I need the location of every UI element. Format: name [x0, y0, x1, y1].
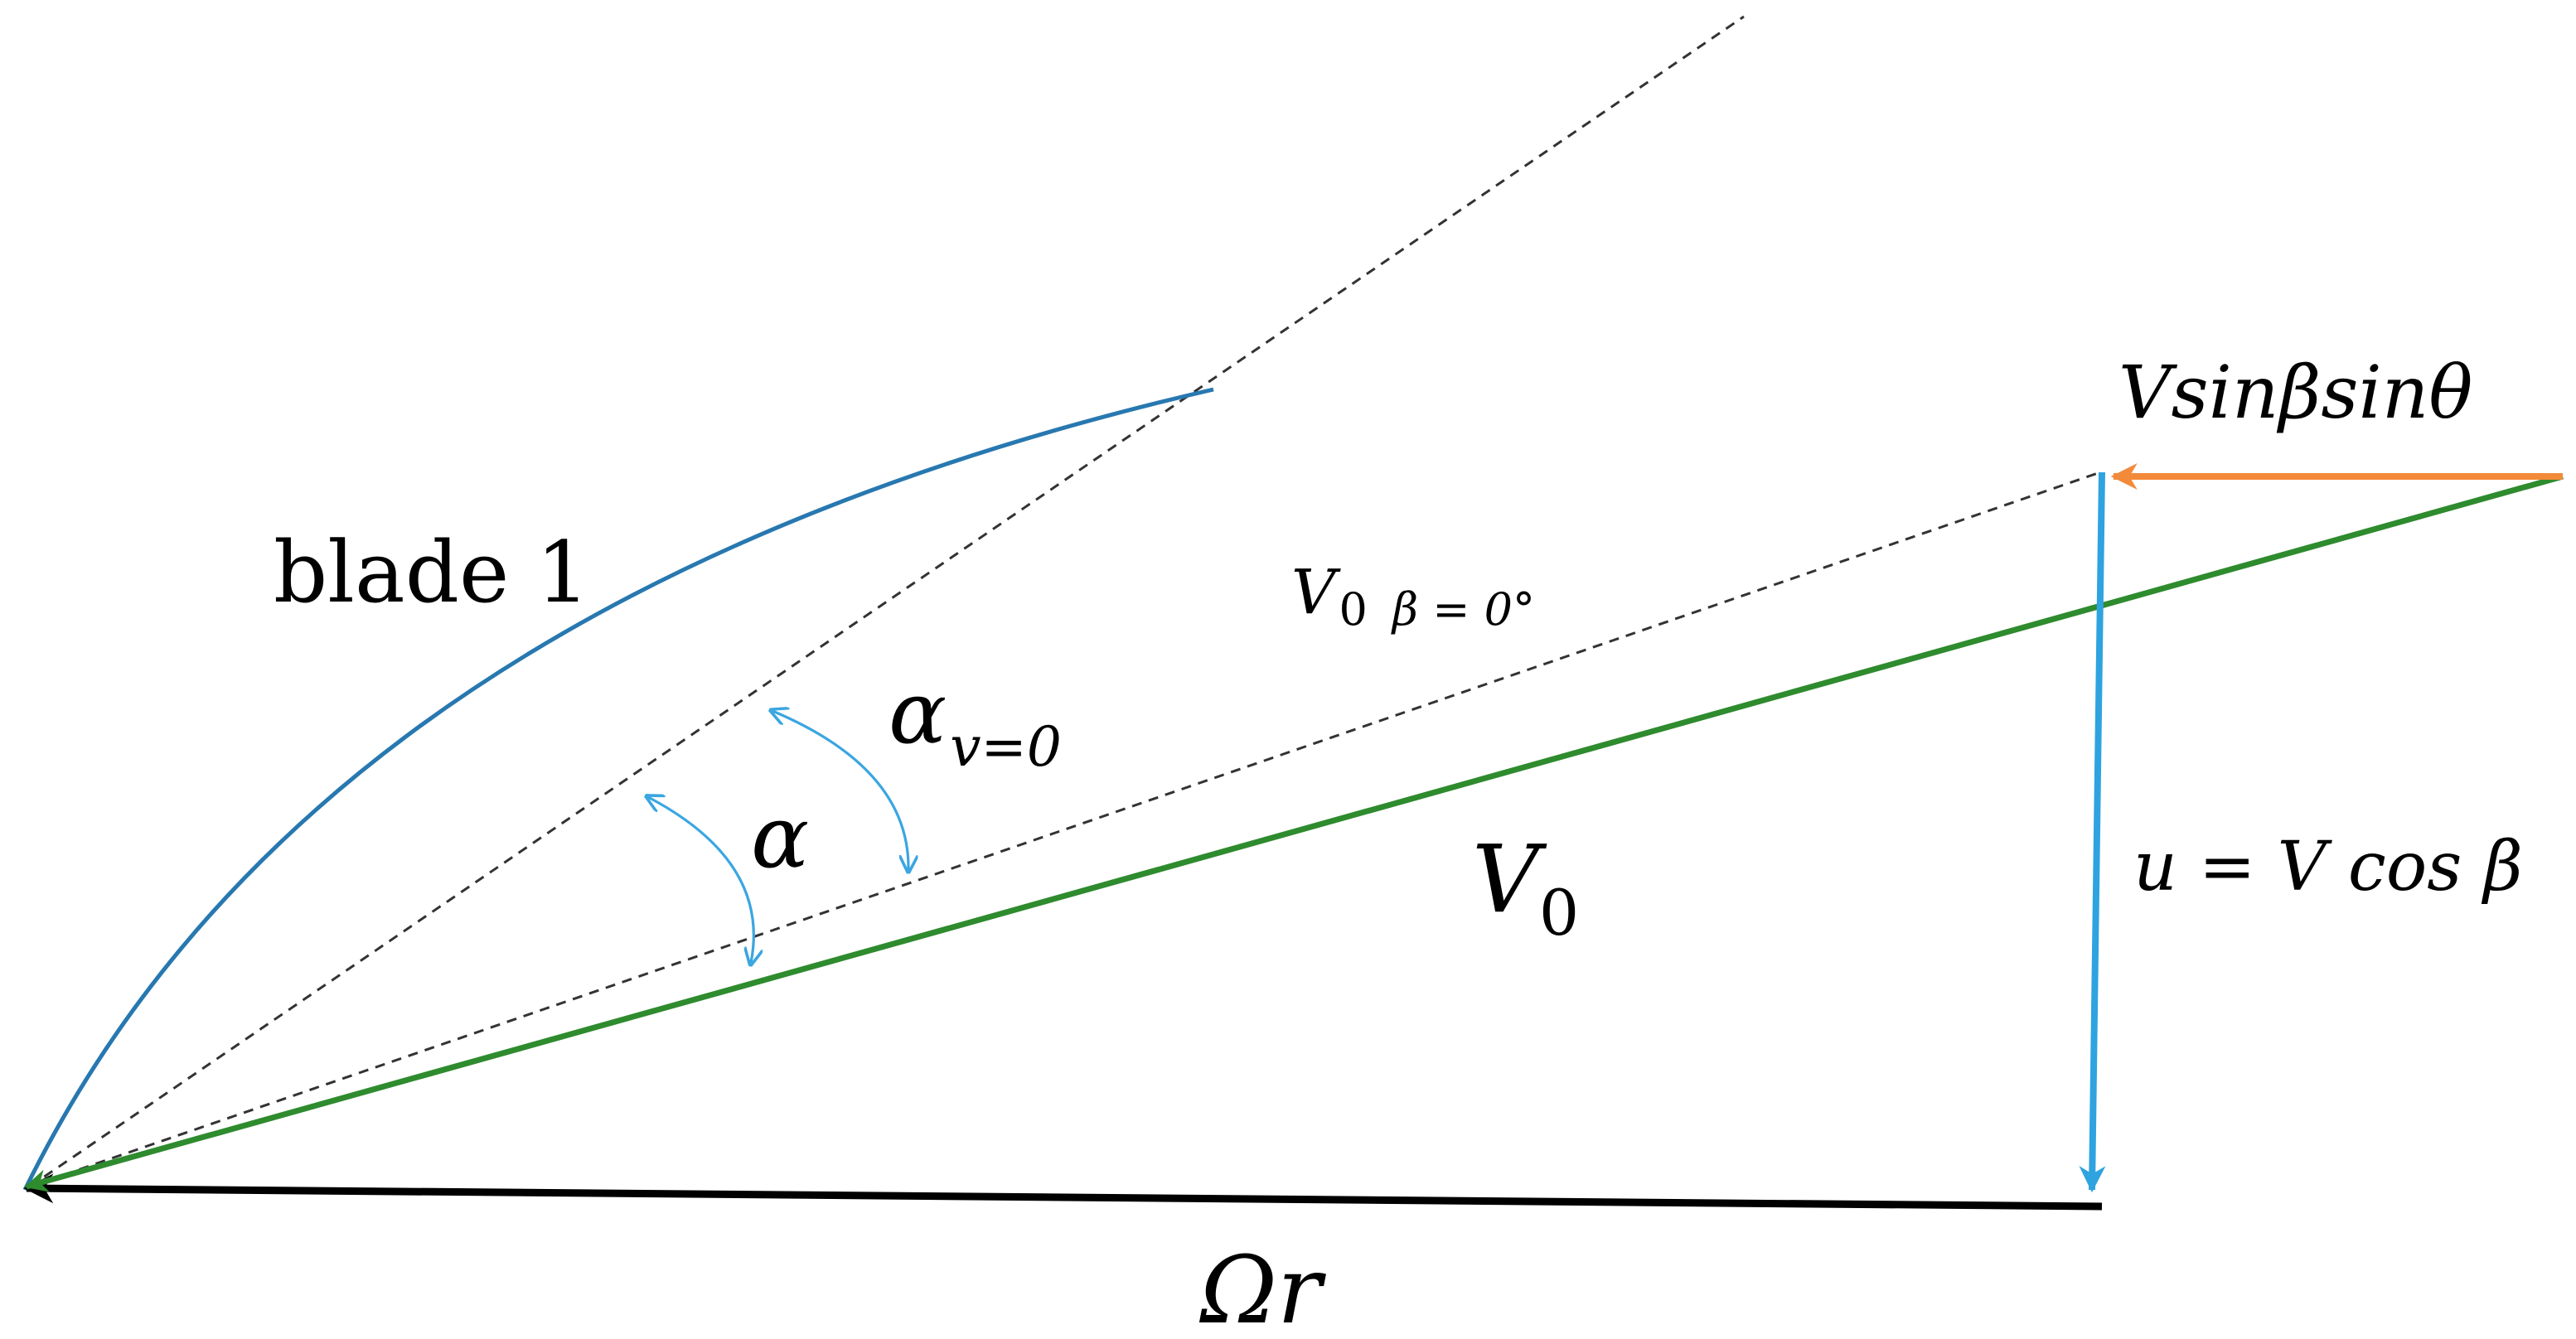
vsin-label: Vsinβsinθ [2118, 350, 2472, 435]
u-vector [2079, 471, 2106, 1193]
v0-beta0-sub: 0 [1339, 583, 1367, 636]
blade-curve [22, 387, 1214, 1192]
u-equation-label: u = V cos β [2133, 828, 2523, 906]
omega-r-vector [23, 1173, 2103, 1211]
blade-label: blade 1 [274, 524, 590, 622]
v0-beta0-label: V0 β = 0° [1291, 557, 1535, 636]
alpha-v0-main: α [889, 662, 947, 763]
v0-sub: 0 [1539, 876, 1579, 950]
alpha-v0-label: αv=0 [889, 662, 1062, 779]
omega-r-label: Ωr [1198, 1237, 1327, 1339]
v0-beta0-main: V [1291, 557, 1341, 628]
alpha-v0-sub: v=0 [950, 715, 1062, 779]
alpha-v0-angle-arc [772, 711, 908, 870]
v0-label: V0 [1472, 826, 1579, 950]
v0-beta0-cond: β = 0° [1391, 583, 1535, 636]
v0-vector [24, 473, 2564, 1192]
dashed-blade-chord-line [29, 15, 1745, 1188]
alpha-label: α [751, 786, 809, 887]
alpha-angle-arc [648, 797, 753, 963]
v0-main: V [1472, 826, 1547, 934]
